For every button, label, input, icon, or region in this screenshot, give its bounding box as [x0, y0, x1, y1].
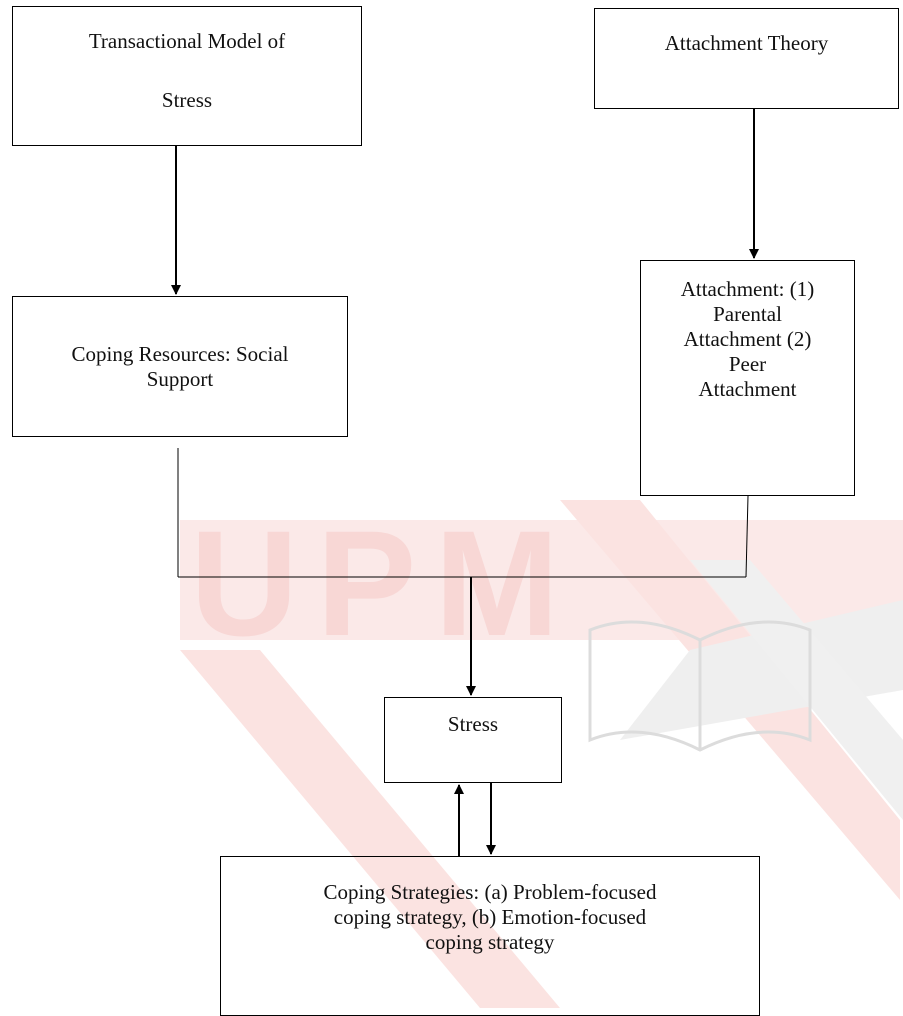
node-label-line: Coping Strategies: (a) Problem-focused — [323, 880, 657, 904]
node-label-line: Peer — [728, 352, 767, 376]
watermark-text: UPM — [190, 499, 577, 667]
node-label: Attachment Theory — [664, 31, 829, 55]
node-coping-resources: Coping Resources: Social Support — [12, 296, 348, 437]
node-attachment: Attachment: (1) Parental Attachment (2) … — [640, 260, 855, 496]
watermark-stripe-red — [180, 650, 560, 1008]
node-label-line: Attachment (2) — [683, 327, 812, 351]
node-attachment-theory: Attachment Theory — [594, 8, 899, 109]
node-stress: Stress — [384, 697, 562, 783]
node-transactional-model: Transactional Model of Stress — [12, 6, 362, 146]
node-coping-strategies: Coping Strategies: (a) Problem-focused c… — [220, 856, 760, 1016]
node-label-line: Attachment — [698, 377, 797, 401]
node-label-line: Stress — [161, 88, 213, 112]
book-emblem-icon — [588, 620, 812, 752]
node-label-line: Parental — [713, 302, 782, 326]
node-label-line: coping strategy, (b) Emotion-focused — [333, 905, 647, 929]
connector-right-drop — [745, 495, 749, 578]
watermark-stripe-gray — [620, 600, 903, 740]
node-label-line: Transactional Model of — [88, 29, 286, 53]
node-label-line: Coping Resources: Social — [71, 342, 289, 366]
node-label-line: coping strategy — [425, 930, 555, 954]
node-label-line: Support — [146, 367, 214, 391]
node-label-line: Attachment: (1) — [680, 277, 815, 301]
node-label: Stress — [447, 712, 499, 736]
